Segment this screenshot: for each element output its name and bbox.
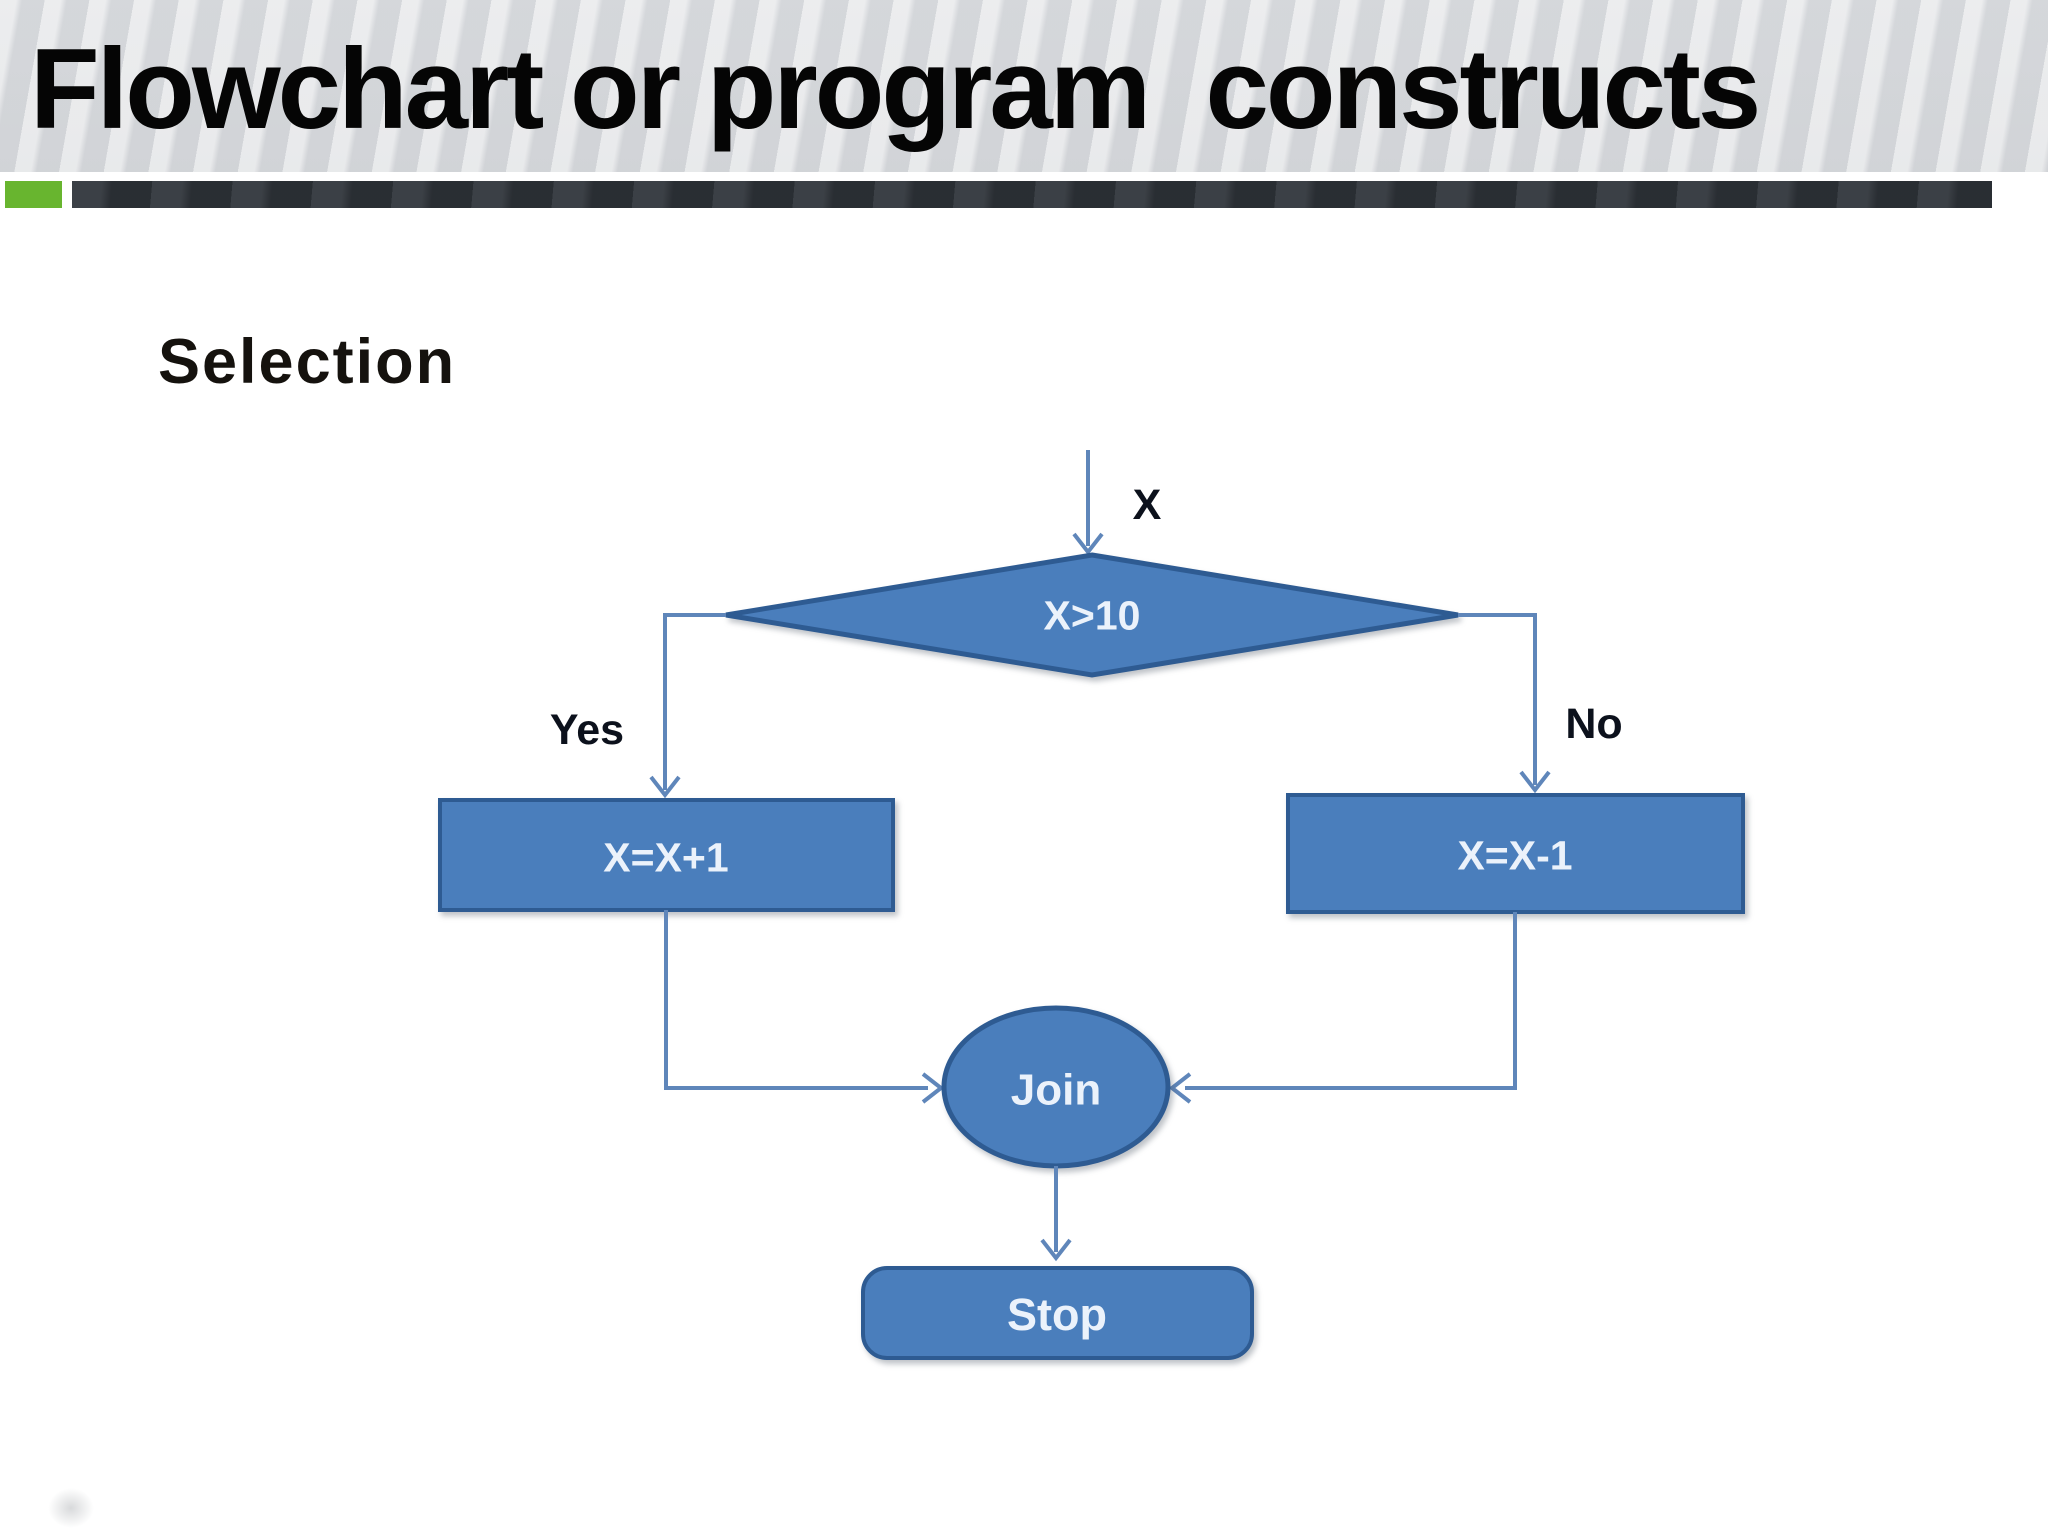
stop-terminator [861,1266,1254,1360]
slide-title: Flowchart or program constructs [30,26,1761,153]
decision-diamond [725,552,1459,678]
no-edge-label: No [1565,700,1622,748]
arrowhead-stop-down-icon [1040,1238,1072,1262]
arrowhead-no-down-icon [1519,770,1551,794]
stop-label: Stop [1007,1289,1107,1340]
arrowhead-yes-down-icon [649,775,681,799]
process-increment-label: X=X+1 [603,834,728,880]
decision-label: X>10 [1044,592,1141,638]
yes-edge-label: Yes [550,706,624,754]
connector-yes-to-join [664,910,928,1090]
input-variable-label: X [1133,481,1162,529]
connector-no-to-join [1185,912,1517,1090]
join-label: Join [1011,1065,1101,1114]
process-decrement-label: X=X-1 [1457,832,1572,878]
accent-green-square [5,181,62,208]
divider-bar [72,181,1992,208]
section-heading: Selection [158,327,457,397]
arrowhead-join-left-icon [1168,1072,1192,1104]
arrowhead-input-down-icon [1072,532,1104,556]
connector-no-branch [1458,613,1537,785]
arrowhead-join-right-icon [921,1072,945,1104]
slide-header: Flowchart or program constructs [0,0,2048,172]
smudge-mark [48,1488,94,1528]
connector-yes-branch [663,613,726,790]
